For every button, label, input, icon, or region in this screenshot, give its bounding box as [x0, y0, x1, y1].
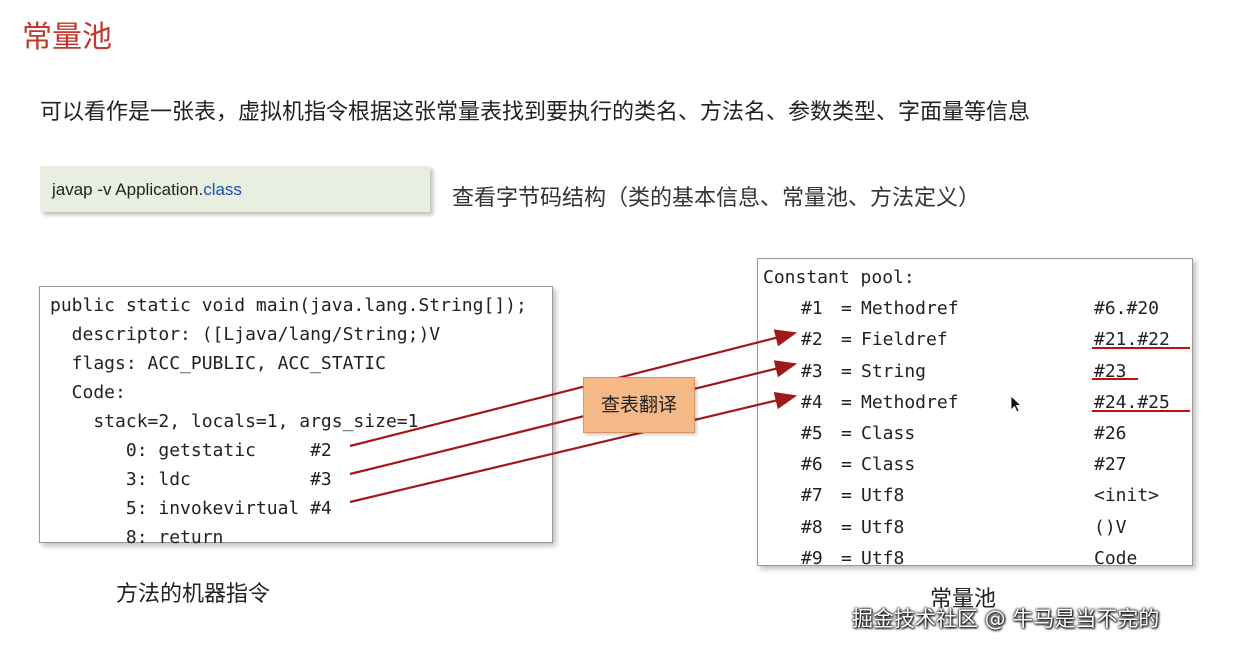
entry-index: #5	[801, 422, 823, 444]
command-text: javap -v Application.	[52, 180, 204, 199]
entry-eq: =	[841, 329, 852, 351]
entry-eq: =	[841, 298, 852, 320]
entry-type: Fieldref	[861, 329, 948, 351]
entry-value: #26	[1094, 422, 1127, 444]
entry-index: #2	[801, 329, 823, 351]
entry-type: Utf8	[861, 547, 905, 569]
entry-value: #27	[1094, 454, 1127, 476]
code-line: public static void main(java.lang.String…	[50, 295, 527, 316]
code-line: 8: return	[50, 527, 224, 548]
constant-pool-header: Constant pool:	[763, 267, 915, 288]
code-line: Code:	[50, 382, 126, 403]
entry-value: ()V	[1094, 516, 1127, 538]
constant-pool-caption: 常量池	[930, 587, 997, 612]
entry-eq: =	[841, 360, 852, 382]
constant-pool-box: Constant pool: #1 = Methodref #6.#20 #2 = Fie…	[757, 258, 1193, 569]
entry-type: Utf8	[861, 485, 905, 507]
constant-pool-entry: #9 = Utf8 Code	[763, 543, 1192, 574]
constant-pool-entry: #1 = Methodref #6.#20	[763, 293, 1192, 324]
entry-index: #7	[801, 485, 823, 507]
slide-title: 常量池	[22, 20, 112, 55]
entry-index: #3	[801, 360, 823, 382]
entry-value: #6.#20	[1094, 298, 1160, 320]
constant-pool-entry: #6 = Class #27	[763, 449, 1192, 480]
entry-index: #6	[801, 454, 823, 476]
entry-eq: =	[841, 454, 852, 476]
constant-pool-entry: #3 = String #23	[763, 356, 1192, 387]
constant-pool-entry: #2 = Fieldref #21.#22	[763, 324, 1192, 355]
entry-index: #4	[801, 391, 823, 413]
code-line: flags: ACC_PUBLIC, ACC_STATIC	[50, 353, 386, 374]
entry-value: #24.#25	[1094, 391, 1170, 413]
code-line: 0: getstatic #2	[50, 440, 332, 461]
method-code-box: public static void main(java.lang.String…	[39, 286, 553, 548]
entry-type: Utf8	[861, 516, 905, 538]
entry-eq: =	[841, 547, 852, 569]
entry-value: <init>	[1094, 485, 1160, 507]
entry-eq: =	[841, 516, 852, 538]
method-instructions-caption: 方法的机器指令	[116, 582, 271, 607]
watermark: 掘金技术社区 @ 牛马是当不完的	[852, 607, 1160, 631]
entry-type: Methodref	[861, 298, 959, 320]
constant-pool-entry: #4 = Methodref #24.#25	[763, 387, 1192, 418]
mouse-cursor-icon	[1010, 395, 1023, 413]
entry-index: #9	[801, 547, 823, 569]
entry-value: Code	[1094, 547, 1138, 569]
command-caption: 查看字节码结构（类的基本信息、常量池、方法定义）	[452, 186, 981, 211]
entry-eq: =	[841, 422, 852, 444]
lookup-translate-label: 查表翻译	[583, 377, 695, 433]
entry-eq: =	[841, 391, 852, 413]
entry-type: String	[861, 360, 927, 382]
entry-value: #21.#22	[1094, 329, 1170, 351]
entry-type: Methodref	[861, 391, 959, 413]
constant-pool-entry: #8 = Utf8 ()V	[763, 512, 1192, 543]
constant-pool-entry: #5 = Class #26	[763, 418, 1192, 449]
code-line: 5: invokevirtual #4	[50, 498, 332, 519]
entry-eq: =	[841, 485, 852, 507]
entry-type: Class	[861, 422, 916, 444]
code-line: stack=2, locals=1, args_size=1	[50, 411, 419, 432]
entry-type: Class	[861, 454, 916, 476]
entry-index: #8	[801, 516, 823, 538]
slide-description: 可以看作是一张表，虚拟机指令根据这张常量表找到要执行的类名、方法名、参数类型、字…	[40, 100, 1031, 125]
command-keyword: class	[203, 180, 242, 199]
entry-index: #1	[801, 298, 823, 320]
command-box: javap -v Application.class	[40, 166, 430, 212]
code-line: 3: ldc #3	[50, 469, 332, 490]
code-line: descriptor: ([Ljava/lang/String;)V	[50, 324, 441, 345]
entry-value: #23	[1094, 360, 1127, 382]
constant-pool-entry: #7 = Utf8 <init>	[763, 480, 1192, 511]
